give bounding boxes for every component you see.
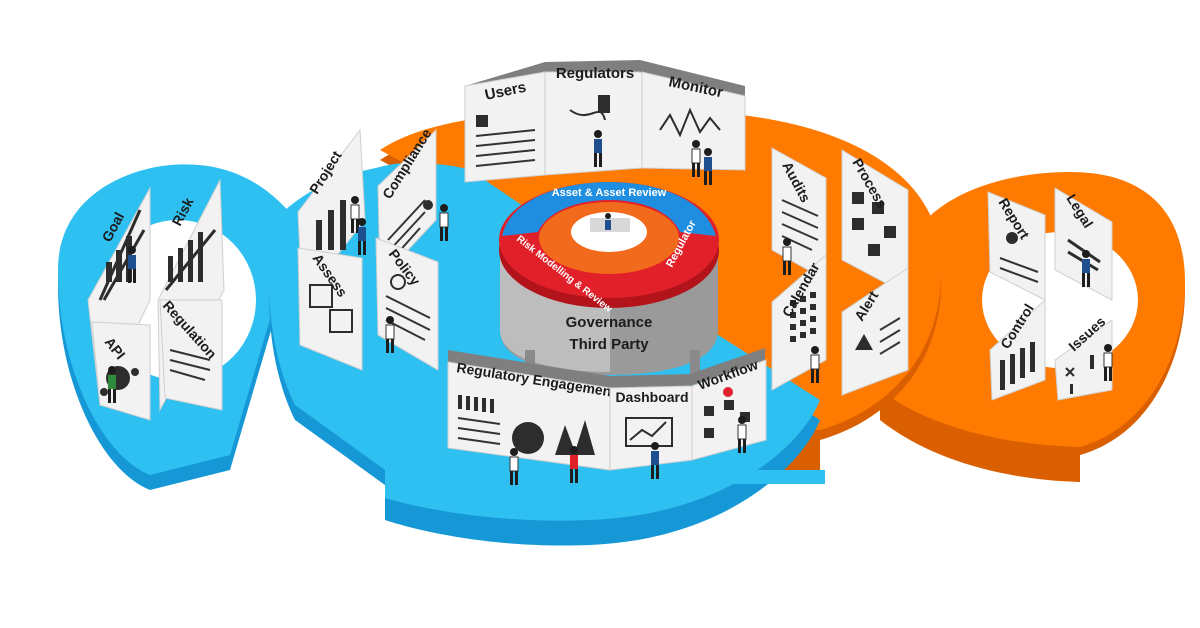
panel-regulators[interactable]: Regulators [545, 60, 642, 175]
panel-regulation[interactable]: Regulation [160, 297, 222, 410]
core-label-asset-review: Asset & Asset Review [552, 187, 667, 199]
person-figure [605, 213, 611, 230]
panel-api[interactable]: API [92, 322, 150, 420]
panel-dashboard-label: Dashboard [615, 389, 688, 405]
core-label-third-party: Third Party [569, 336, 649, 353]
core-label-governance: Governance [566, 314, 653, 331]
panel-users[interactable]: Users [465, 62, 545, 182]
panel-regulators-label: Regulators [556, 65, 634, 82]
